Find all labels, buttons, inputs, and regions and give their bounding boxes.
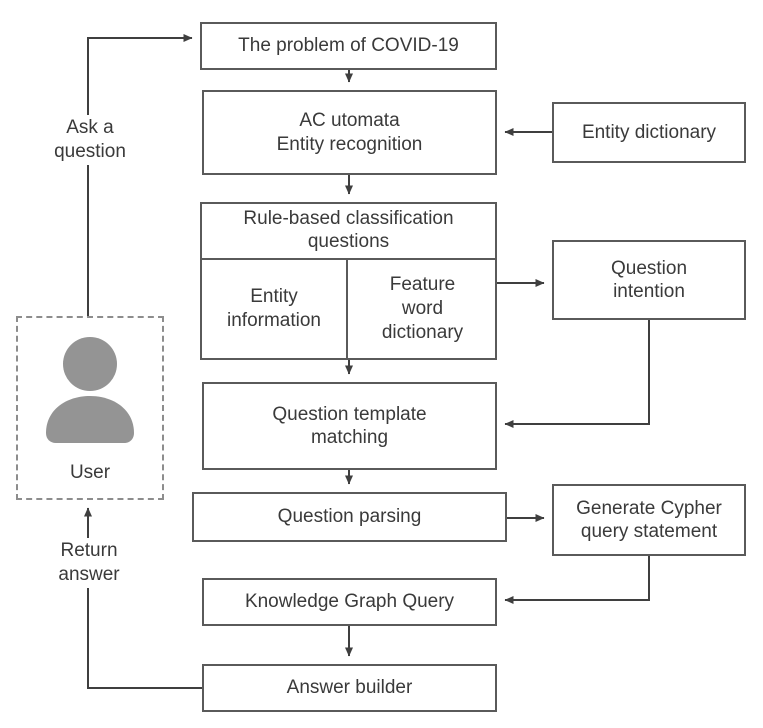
- node-question-template-matching[interactable]: Question template matching: [202, 382, 497, 470]
- edge-label-return-answer: Return answer: [26, 538, 152, 588]
- node-rule-based-composite: Rule-based classification questions Enti…: [200, 202, 497, 360]
- node-question-parsing[interactable]: Question parsing: [192, 492, 507, 542]
- node-generate-cypher-query-statement[interactable]: Generate Cypher query statement: [552, 484, 746, 556]
- node-question-intention[interactable]: Question intention: [552, 240, 746, 320]
- node-answer-builder[interactable]: Answer builder: [202, 664, 497, 712]
- node-user-group[interactable]: User: [16, 316, 164, 500]
- node-rule-based-classification-questions[interactable]: Rule-based classification questions: [202, 204, 495, 260]
- user-avatar-icon: [46, 337, 134, 443]
- node-entity-dictionary[interactable]: Entity dictionary: [552, 102, 746, 163]
- node-problem-of-covid19[interactable]: The problem of COVID-19: [200, 22, 497, 70]
- edge-user-to-problem: [87, 34, 193, 316]
- edge-answer-to-user: [84, 507, 202, 689]
- edge-label-ask-a-question: Ask a question: [18, 115, 162, 165]
- edge-intention-to-template: [504, 320, 650, 428]
- node-entity-information[interactable]: Entity information: [202, 260, 348, 358]
- node-ac-automata-entity-recognition[interactable]: AC utomata Entity recognition: [202, 90, 497, 175]
- user-label: User: [69, 462, 111, 483]
- edge-cypher-to-kg: [504, 556, 650, 604]
- node-knowledge-graph-query[interactable]: Knowledge Graph Query: [202, 578, 497, 626]
- node-feature-word-dictionary[interactable]: Feature word dictionary: [381, 274, 464, 343]
